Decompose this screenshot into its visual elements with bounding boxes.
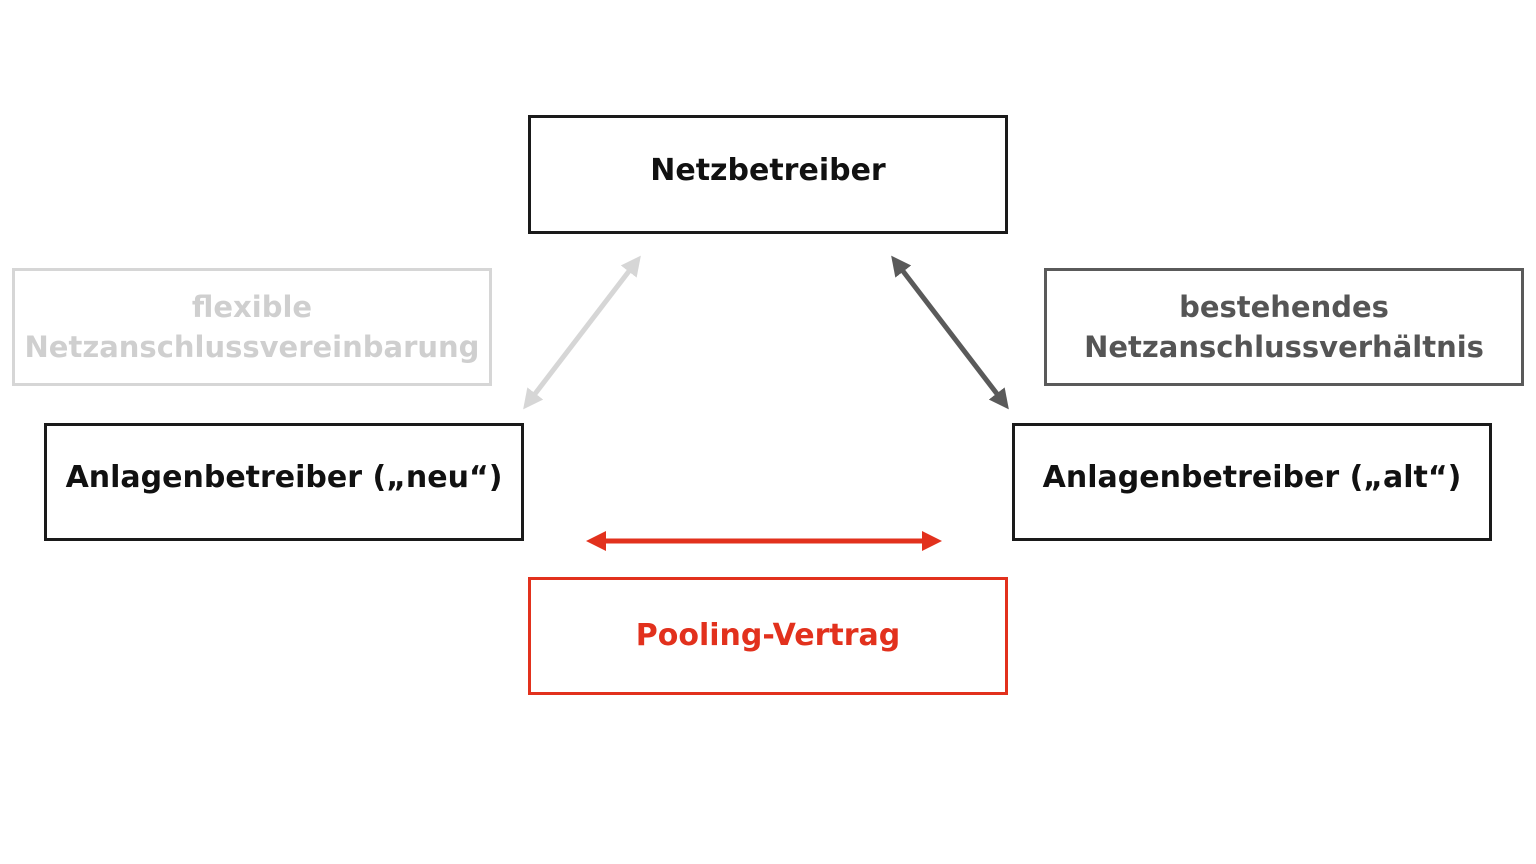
netzbetreiber-box: Netzbetreiber [528, 115, 1008, 234]
flexible-agreement-box: flexible Netzanschlussvereinbarung [12, 268, 492, 386]
anlagenbetreiber-alt-label: Anlagenbetreiber („alt“) [1042, 460, 1462, 495]
existing-label-line1: bestehendes [1179, 290, 1389, 324]
arrow-flexible-connection [523, 255, 641, 410]
netzbetreiber-label: Netzbetreiber [650, 152, 886, 188]
anlagenbetreiber-neu-label: Anlagenbetreiber („neu“) [65, 460, 503, 495]
existing-connection-box: bestehendes Netzanschlussverhältnis [1044, 268, 1524, 386]
flexible-label-line2: Netzanschlussvereinbarung [24, 330, 480, 364]
arrow-existing-connection [891, 255, 1009, 410]
anlagenbetreiber-neu-box: Anlagenbetreiber („neu“) [44, 423, 524, 541]
flexible-label-line1: flexible [191, 290, 313, 324]
existing-label-line2: Netzanschlussverhältnis [1084, 330, 1484, 364]
pooling-vertrag-box: Pooling-Vertrag [528, 577, 1008, 695]
pooling-vertrag-label: Pooling-Vertrag [635, 618, 901, 653]
anlagenbetreiber-alt-box: Anlagenbetreiber („alt“) [1012, 423, 1492, 541]
